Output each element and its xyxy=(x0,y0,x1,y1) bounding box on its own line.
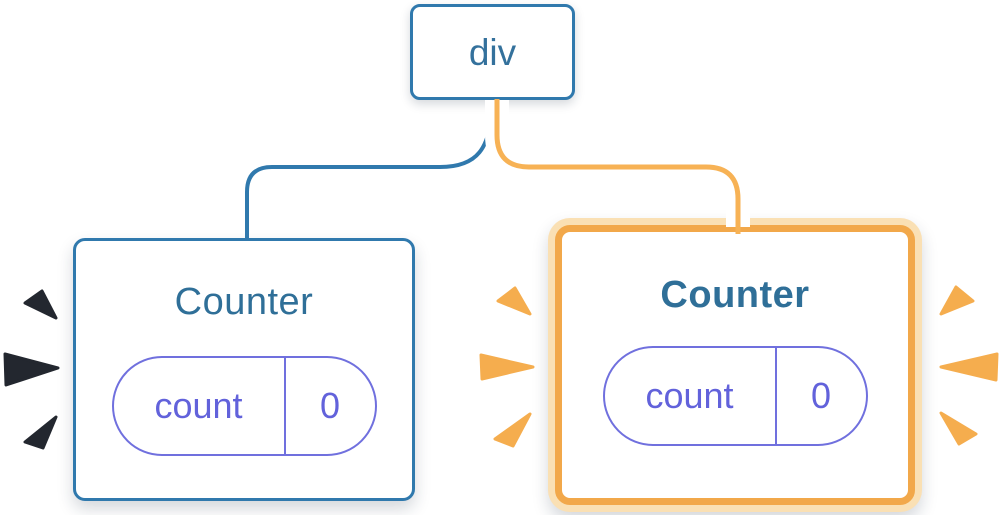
state-key-cell: count xyxy=(114,358,286,454)
burst-shard-icon xyxy=(496,286,532,316)
burst-left-icon xyxy=(3,289,60,450)
counter-title: Counter xyxy=(660,274,810,316)
state-pill: count 0 xyxy=(111,356,377,456)
edge-root-to-right-counter xyxy=(494,99,741,234)
state-value-label: 0 xyxy=(319,385,341,426)
edge-root-to-left-counter xyxy=(245,99,494,241)
counter-node-left: Counter count 0 xyxy=(73,238,415,501)
state-key-cell: count xyxy=(605,348,777,444)
state-key-label: count xyxy=(154,385,243,426)
burst-shard-icon xyxy=(939,285,975,316)
burst-shard-icon xyxy=(939,411,978,446)
root-node: div xyxy=(410,4,575,100)
counter-node-right-inner: Counter count 0 xyxy=(555,225,915,505)
burst-right-icon xyxy=(939,285,999,446)
burst-middle-icon xyxy=(479,286,535,448)
root-node-label: div xyxy=(468,31,517,73)
edge-highlight-casing xyxy=(485,100,750,227)
state-value-cell: 0 xyxy=(777,348,866,444)
counter-node-right-highlight: Counter count 0 xyxy=(548,218,922,512)
state-key-label: count xyxy=(645,375,734,416)
state-value-label: 0 xyxy=(810,375,832,416)
counter-title: Counter xyxy=(174,281,314,323)
burst-shard-icon xyxy=(479,353,535,381)
state-pill: count 0 xyxy=(602,346,868,446)
burst-shard-icon xyxy=(23,415,58,450)
burst-shard-icon xyxy=(939,352,999,382)
state-value-cell: 0 xyxy=(286,358,375,454)
burst-shard-icon xyxy=(3,352,60,387)
burst-shard-icon xyxy=(493,412,532,448)
burst-shard-icon xyxy=(23,289,58,320)
